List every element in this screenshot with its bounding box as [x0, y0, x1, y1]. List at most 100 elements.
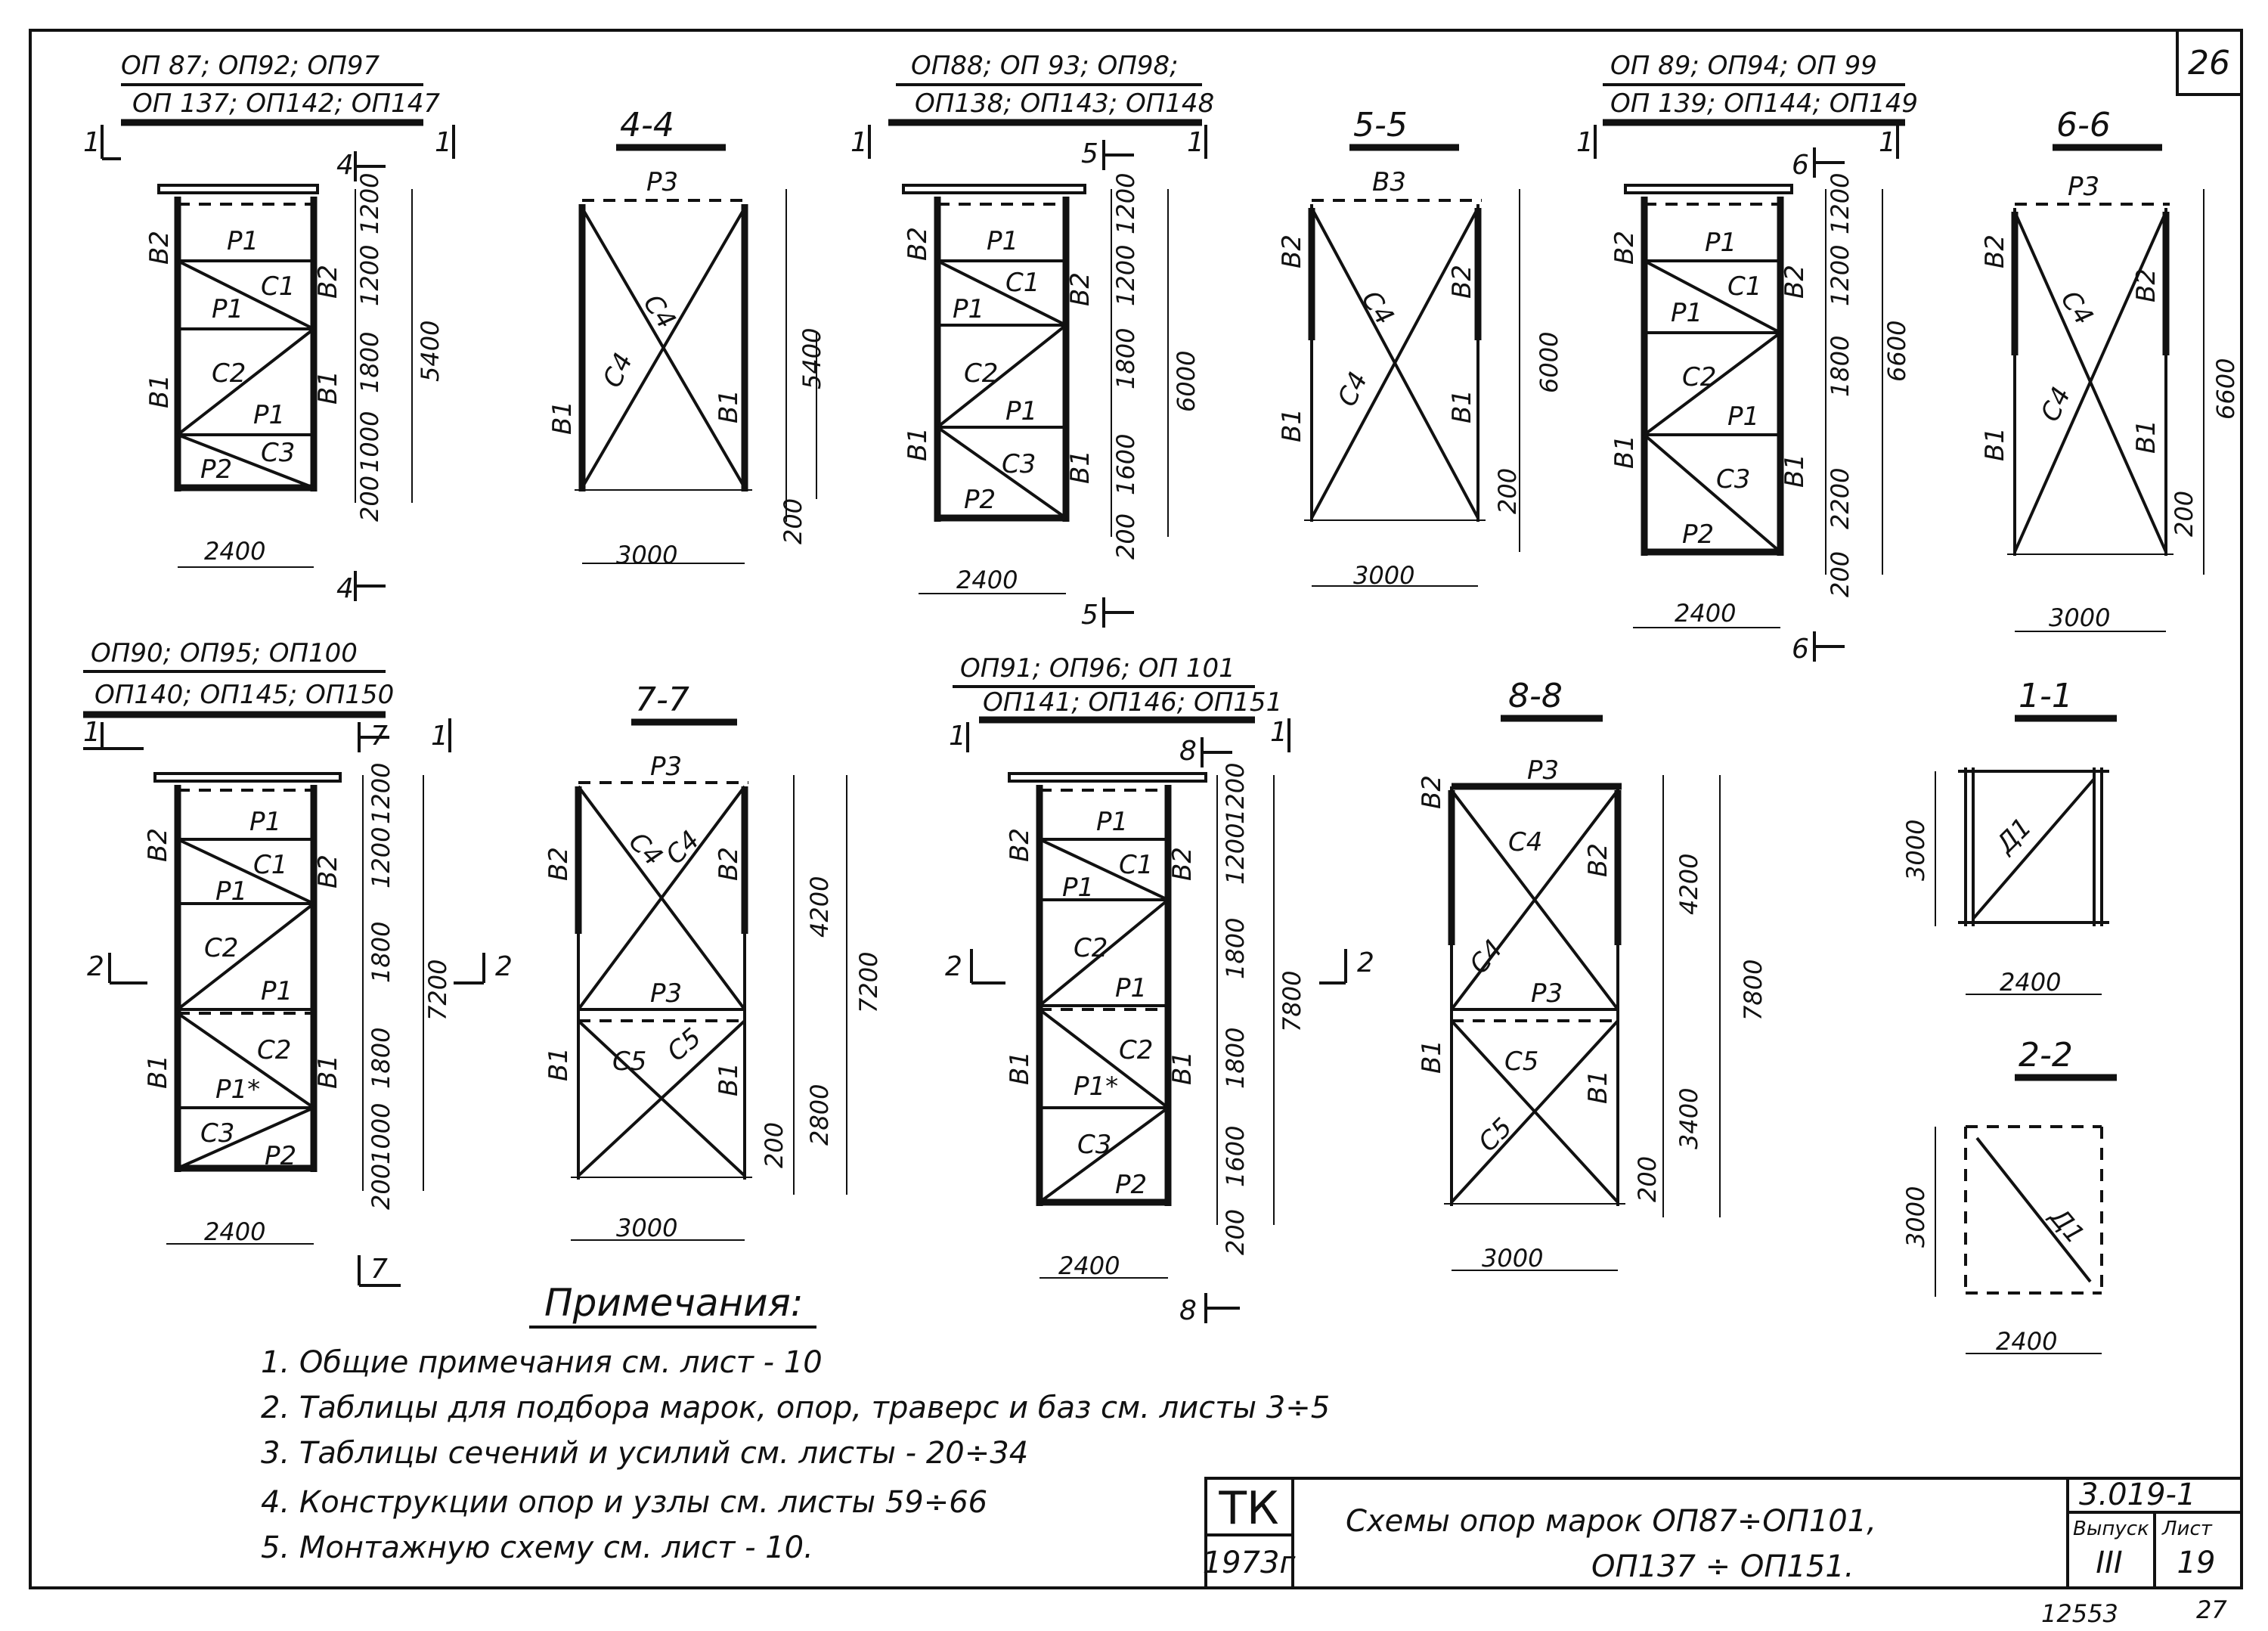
dim-width: 3000 [616, 1214, 677, 1242]
dim-h4: 1000 [355, 411, 384, 473]
cut-label-left: 1 [83, 717, 101, 748]
member-b2-right: В2 [1447, 265, 1477, 299]
member-b2-right: В2 [313, 854, 343, 888]
notes-title: Примечания: [544, 1281, 804, 1325]
member-diag: Д1 [2043, 1202, 2090, 1250]
member-b2-right: В2 [313, 265, 343, 299]
section-title: 5-5 [1353, 106, 1408, 144]
dim-bottom: 200 [760, 1122, 789, 1168]
member-b2-left: В2 [1980, 234, 2010, 268]
member-c4-left: С4 [1508, 827, 1542, 857]
section-mark-top: 4 [336, 150, 354, 181]
member-b1-left: В1 [1610, 435, 1640, 469]
member-r2: Р2 [200, 454, 232, 485]
member-top: Р3 [1527, 755, 1559, 786]
dim-h2: 1200 [367, 827, 395, 888]
dim-h6: 200 [1221, 1209, 1250, 1255]
member-r1c: Р1 [253, 400, 285, 430]
notes: Примечания: 1. Общие примечания см. лист… [261, 1281, 1330, 1565]
member-c5-left: С5 [1504, 1047, 1538, 1077]
section-5-5: 5-5 В3 С4 С4 В2 В2 В1 В1 6000 200 3000 [1277, 106, 1563, 590]
member-r1a: Р1 [1705, 228, 1737, 258]
section-2-2: 2-2 Д1 3000 2400 [1901, 1036, 2117, 1356]
dim-bottom: 200 [779, 498, 807, 544]
section-title: 8-8 [1508, 677, 1563, 715]
member-r1b: Р1 [1062, 873, 1094, 903]
issue-number: III [2096, 1546, 2122, 1580]
marks-bottom: ОП140; ОП145; ОП150 [94, 680, 394, 710]
dim-width: 2400 [204, 1217, 265, 1246]
dim-h5: 200 [1111, 513, 1140, 560]
member-c4-right: С4 [597, 349, 639, 392]
note-item: 3. Таблицы сечений и усилий см. листы - … [261, 1436, 1028, 1471]
section-6-6: 6-6 Р3 С4 С4 В2 В2 В1 В1 6600 200 3000 [1980, 106, 2240, 632]
diagram-op91: ОП91; ОП96; ОП 101 ОП141; ОП146; ОП151 1… [945, 653, 1374, 1326]
member-b2-right: В2 [1167, 847, 1198, 881]
member-b1-right: В1 [1447, 389, 1477, 423]
member-b2-right: В2 [714, 847, 744, 881]
member-b1-right: В1 [2131, 420, 2161, 454]
note-item: 2. Таблицы для подбора марок, опор, трав… [261, 1391, 1330, 1425]
member-r1b: Р1 [212, 294, 243, 324]
member-c2b: С2 [257, 1035, 291, 1065]
member-b1-right: В1 [1065, 450, 1095, 484]
dim-total: 7800 [1739, 960, 1768, 1021]
marks-top: ОП 87; ОП92; ОП97 [121, 51, 380, 81]
cut-label-left: 1 [850, 127, 868, 158]
section-mark-top: 8 [1179, 736, 1197, 767]
dim-total: 6600 [2211, 358, 2240, 420]
dim-h3: 1800 [1111, 328, 1140, 389]
member-r2: Р2 [964, 485, 996, 515]
cut-label-left: 1 [1576, 127, 1594, 158]
member-c5-right: С5 [1473, 1112, 1518, 1158]
member-top: Р3 [646, 167, 678, 197]
member-b1-left: В1 [544, 1047, 574, 1081]
member-b2-left: В2 [903, 227, 933, 261]
section-mark-bottom: 8 [1179, 1295, 1197, 1326]
mid-cut-right: 2 [1357, 947, 1374, 978]
member-b2-left: В2 [143, 828, 173, 862]
cut-label-right: 1 [435, 127, 452, 158]
archive-number: 12553 [2041, 1599, 2118, 1628]
member-b1-left: В1 [144, 374, 175, 408]
member-c2: С2 [212, 358, 246, 389]
member-b1-right: В1 [313, 1055, 343, 1089]
sheet-frame [29, 29, 2243, 1589]
section-4-4: 4-4 Р3 С4 С4 В1 В1 5400 200 3000 [547, 106, 826, 569]
member-r1c: Р1 [1115, 973, 1147, 1003]
marks-bottom: ОП138; ОП143; ОП148 [915, 88, 1214, 119]
page-number-bottom: 27 [2196, 1595, 2227, 1624]
member-c3: С3 [1716, 464, 1750, 495]
mid-cut-left: 2 [87, 951, 104, 982]
member-c3: С3 [200, 1118, 234, 1149]
mid-cut-left: 2 [945, 951, 962, 982]
member-b2-left: В2 [544, 847, 574, 881]
dim-h2: 1200 [1826, 245, 1854, 306]
sheet-in-series: 19 [2177, 1546, 2216, 1580]
dim-width: 2400 [2000, 968, 2061, 997]
dim-lower: 3400 [1675, 1088, 1703, 1149]
member-r1b: Р1 [953, 294, 984, 324]
dim-total: 5400 [416, 321, 445, 382]
member-c4-right: С4 [1332, 367, 1374, 411]
member-b2-right: В2 [1065, 272, 1095, 306]
member-r1d: Р1* [215, 1074, 260, 1105]
section-7-7: 7-7 Р3 С4 С4 Р3 С5 С5 В2 В2 В1 В1 4200 2… [544, 681, 883, 1242]
cut-label-right: 1 [1879, 127, 1896, 158]
dim-h6: 200 [367, 1164, 395, 1210]
member-r1a: Р1 [227, 226, 259, 256]
dim-h4: 1800 [1221, 1028, 1250, 1089]
dim-width: 3000 [1482, 1244, 1543, 1273]
member-b2-left: В2 [1417, 775, 1447, 809]
dim-width: 2400 [1996, 1327, 2057, 1356]
member-b1-right: В1 [714, 1062, 744, 1096]
dim-total: 6600 [1882, 321, 1911, 382]
dim-h4: 1800 [367, 1028, 395, 1089]
dim-total: 7800 [1278, 971, 1306, 1032]
note-item: 1. Общие примечания см. лист - 10 [261, 1345, 823, 1380]
dim-h5: 200 [355, 476, 384, 522]
sheet-number-box: 26 [2176, 29, 2243, 96]
member-r2: Р2 [1682, 519, 1714, 550]
cut-label-left: 1 [949, 721, 966, 752]
member-b1-right: В1 [1167, 1051, 1198, 1085]
